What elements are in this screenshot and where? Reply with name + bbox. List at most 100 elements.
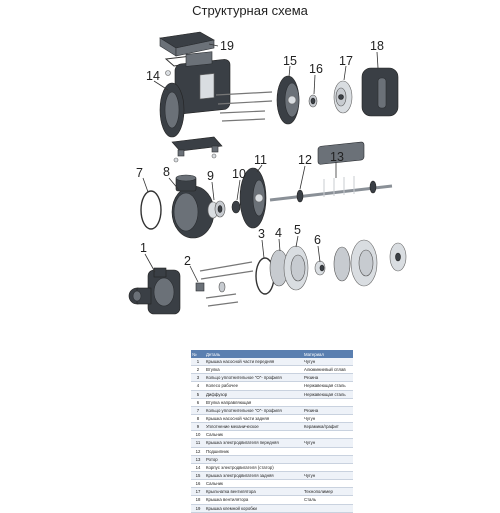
- part-name: Крышка клемной коробки: [205, 504, 303, 513]
- header-number: №: [191, 350, 205, 358]
- part-name: Сальник: [205, 479, 303, 489]
- rear-motor-cover: [276, 75, 300, 125]
- part-number: 3: [191, 373, 205, 383]
- callout-15: 15: [283, 54, 297, 68]
- part-number: 2: [191, 365, 205, 375]
- part-material: Чугун: [303, 414, 353, 424]
- exploded-view-diagram: 19 14 15 16 17 18 7 8 9 10 11 12 13 1 2 …: [128, 31, 407, 315]
- diagram-title: Структурная схема: [192, 3, 308, 18]
- part-number: 8: [191, 414, 205, 424]
- callout-4: 4: [275, 226, 282, 240]
- part-number: 11: [191, 438, 205, 448]
- part-material: Нержавеющая сталь: [303, 381, 353, 391]
- part-number: 14: [191, 463, 205, 472]
- part-name: Уплотнение механическое: [205, 422, 303, 432]
- part-name: Втулка направляющая: [205, 398, 303, 407]
- motor-base-plate: [171, 136, 223, 163]
- part-name: Крышка насосной части передняя: [205, 358, 303, 367]
- fan-impeller: [333, 80, 353, 114]
- bearing-and-rotor: [269, 141, 393, 203]
- part-name: Крыльчатка вентилятора: [205, 487, 303, 497]
- callout-19: 19: [220, 39, 234, 53]
- part-material: [303, 430, 353, 440]
- part-number: 10: [191, 430, 205, 440]
- part-name: Диффузор: [205, 390, 303, 399]
- callout-5: 5: [294, 223, 301, 237]
- callout-17: 17: [339, 54, 353, 68]
- callout-18: 18: [370, 39, 384, 53]
- callout-1: 1: [140, 241, 147, 255]
- part-name: Кольцо уплотнительное "O"- профиля: [205, 406, 303, 415]
- part-material: Чугун: [303, 471, 353, 481]
- callout-7: 7: [136, 166, 143, 180]
- part-name: Корпус электродвигателя (статор): [205, 463, 303, 472]
- callout-12: 12: [298, 153, 312, 167]
- part-material: Керамика/графит: [303, 422, 353, 432]
- mechanical-seal: [207, 200, 226, 219]
- front-motor-cover: [239, 167, 267, 229]
- part-name: Кольцо уплотнительное "O"- профиля: [205, 373, 303, 383]
- part-number: 4: [191, 381, 205, 391]
- callout-8: 8: [163, 165, 170, 179]
- callout-10: 10: [232, 167, 246, 181]
- part-material: Резина: [303, 406, 353, 415]
- impeller-and-diffuser: [269, 239, 407, 291]
- part-material: [303, 504, 353, 513]
- callout-16: 16: [309, 62, 323, 76]
- o-ring-7: [140, 190, 162, 230]
- header-material: Материал: [303, 350, 353, 358]
- part-number: 15: [191, 471, 205, 481]
- part-number: 9: [191, 422, 205, 432]
- part-material: Алюминиевый сплав: [303, 365, 353, 375]
- callout-9: 9: [207, 169, 214, 183]
- parts-table-header: № Деталь Материал: [191, 350, 353, 358]
- motor-stator-housing: [159, 51, 273, 138]
- part-number: 5: [191, 390, 205, 399]
- part-material: [303, 463, 353, 472]
- part-material: Чугун: [303, 438, 353, 448]
- part-number: 12: [191, 447, 205, 456]
- fan-cover: [361, 67, 399, 117]
- rear-seal: [308, 94, 318, 108]
- part-material: [303, 479, 353, 489]
- part-material: [303, 447, 353, 456]
- part-number: 17: [191, 487, 205, 497]
- header-part: Деталь: [205, 350, 303, 358]
- part-material: [303, 398, 353, 407]
- part-name: Втулка: [205, 365, 303, 375]
- part-material: Резина: [303, 373, 353, 383]
- part-name: Колесо рабочее: [205, 381, 303, 391]
- front-pump-cover: [128, 267, 181, 315]
- part-number: 7: [191, 406, 205, 415]
- part-material: [303, 455, 353, 464]
- part-number: 6: [191, 398, 205, 407]
- bushing-2: [195, 261, 254, 307]
- part-number: 19: [191, 504, 205, 513]
- part-number: 1: [191, 358, 205, 367]
- rear-pump-cover: [171, 174, 215, 239]
- part-material: Технополимер: [303, 487, 353, 497]
- part-number: 13: [191, 455, 205, 464]
- callout-11: 11: [254, 153, 267, 167]
- part-name: Крышка электродвигателя задняя: [205, 471, 303, 481]
- callout-13: 13: [330, 150, 344, 164]
- part-number: 16: [191, 479, 205, 489]
